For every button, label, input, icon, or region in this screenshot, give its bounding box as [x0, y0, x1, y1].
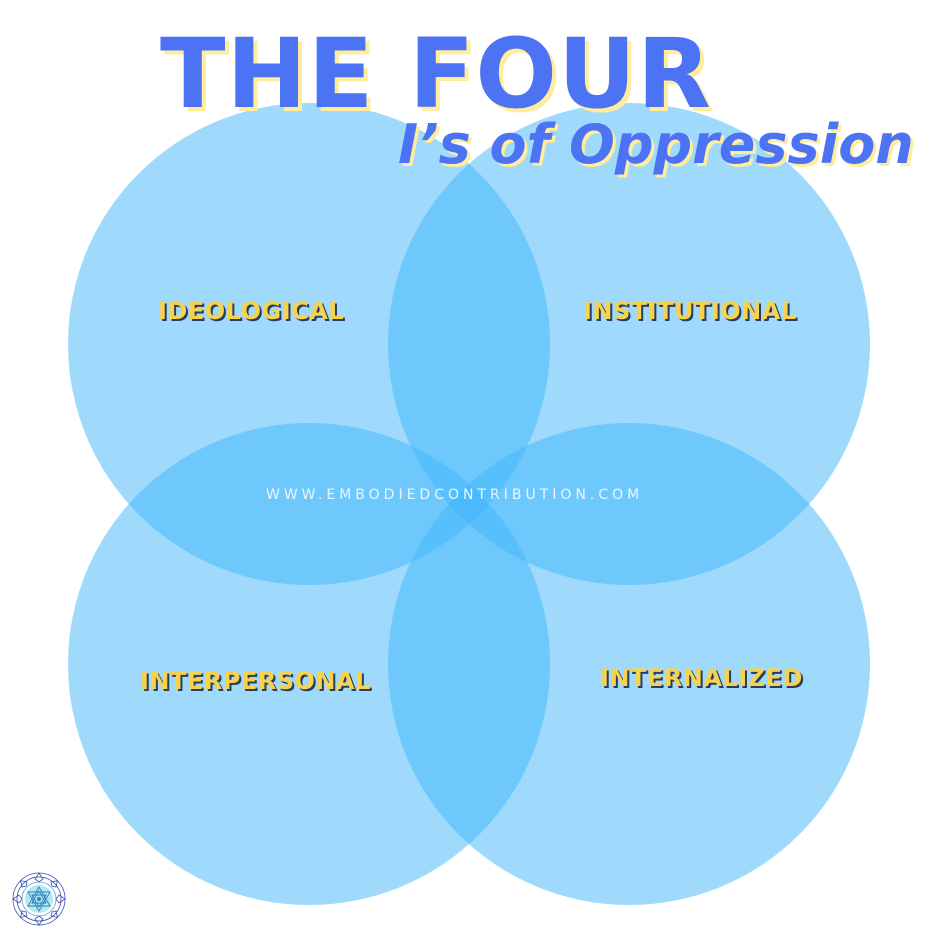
website-url: WWW.EMBODIEDCONTRIBUTION.COM	[266, 487, 644, 503]
label-institutional: INSTITUTIONAL	[583, 297, 797, 325]
title: THE FOUR	[160, 18, 712, 130]
mandala-icon	[12, 872, 66, 926]
label-interpersonal: INTERPERSONAL	[140, 667, 371, 695]
label-internalized: INTERNALIZED	[600, 664, 803, 692]
circle-internalized	[388, 423, 870, 905]
label-ideological: IDEOLOGICAL	[158, 297, 345, 325]
subtitle: I’s of Oppression	[398, 113, 914, 176]
